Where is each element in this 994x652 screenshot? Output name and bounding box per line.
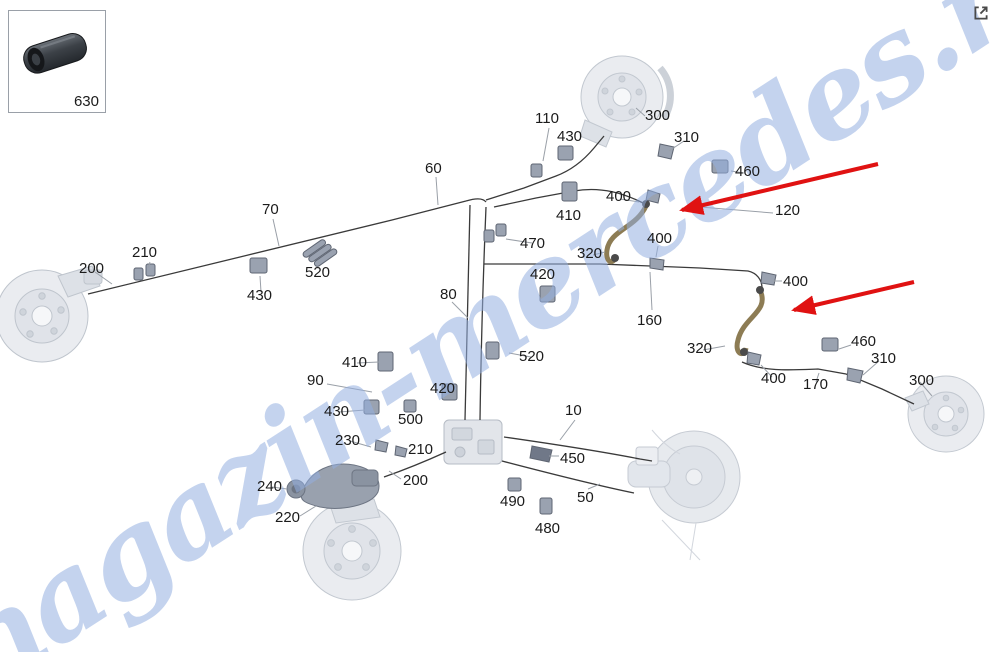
part-callout-60: 60 — [425, 160, 442, 177]
part-callout-10: 10 — [565, 402, 582, 419]
part-callout-400-b: 400 — [647, 230, 673, 247]
part-callout-200-left: 200 — [79, 260, 105, 277]
junction-block — [443, 419, 503, 465]
part-callout-80: 80 — [440, 286, 457, 303]
part-callout-450: 450 — [560, 450, 586, 467]
part-callout-240: 240 — [257, 478, 283, 495]
part-callout-200-mid: 200 — [403, 472, 429, 489]
part-callout-220: 220 — [275, 509, 301, 526]
part-callout-400-c: 400 — [783, 273, 809, 290]
part-callout-320-lower: 320 — [687, 340, 713, 357]
part-callout-400-a: 400 — [606, 188, 632, 205]
part-callout-500: 500 — [398, 411, 424, 428]
part-callout-210-left: 210 — [132, 244, 158, 261]
part-callout-300-right: 300 — [909, 372, 935, 389]
external-link-icon[interactable] — [972, 4, 990, 22]
brake-disc-top — [579, 55, 674, 148]
inset-part-number: 630 — [73, 93, 99, 110]
part-callout-430-mid: 430 — [324, 403, 350, 420]
part-callout-300-top: 300 — [645, 107, 671, 124]
rubber-sleeve-illustration — [23, 32, 87, 74]
part-callout-520-left: 520 — [305, 264, 331, 281]
part-callout-170: 170 — [803, 376, 829, 393]
part-callout-310-top: 310 — [674, 129, 700, 146]
part-callout-110: 110 — [535, 110, 559, 127]
brake-disc-right — [904, 375, 985, 453]
brake-pipes — [87, 135, 915, 494]
part-callout-120: 120 — [775, 202, 801, 219]
part-callout-420-mid: 420 — [430, 380, 456, 397]
part-callout-410-top: 410 — [556, 207, 582, 224]
part-callout-520-mid: 520 — [519, 348, 545, 365]
brake-booster — [627, 429, 741, 561]
part-callout-460-top: 460 — [735, 163, 761, 180]
part-callout-70: 70 — [262, 201, 279, 218]
part-callout-460-right: 460 — [851, 333, 877, 350]
brake-disc-left — [0, 265, 103, 363]
part-callout-160: 160 — [637, 312, 663, 329]
part-callout-400-d: 400 — [761, 370, 787, 387]
part-callout-50: 50 — [577, 489, 594, 506]
brake-hose-upper — [604, 200, 650, 265]
leader-lines — [94, 107, 933, 517]
part-callout-320-upper: 320 — [577, 245, 603, 262]
part-callout-430-top: 430 — [557, 128, 583, 145]
rear-axle-knuckle — [286, 463, 380, 509]
part-callout-230: 230 — [335, 432, 361, 449]
part-callout-430-left: 430 — [247, 287, 273, 304]
part-callout-470: 470 — [520, 235, 546, 252]
part-callout-90: 90 — [307, 372, 324, 389]
part-callout-420-upper: 420 — [530, 266, 556, 283]
part-callout-480: 480 — [535, 520, 561, 537]
part-callout-490: 490 — [500, 493, 526, 510]
inset-part-box: 630 — [8, 10, 106, 113]
part-callout-410-mid: 410 — [342, 354, 368, 371]
part-callout-210-mid: 210 — [408, 441, 434, 458]
part-callout-310-right: 310 — [871, 350, 897, 367]
brake-hose-lower — [734, 286, 765, 356]
brake-disc-bottom — [302, 498, 402, 601]
